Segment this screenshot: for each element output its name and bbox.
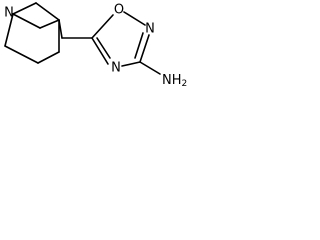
- bond-n4-c5: [91, 37, 109, 65]
- bicyclic-framework: [4, 2, 63, 64]
- bond-c3-amine: [139, 61, 161, 75]
- bond-n1-c-bottom: [4, 13, 14, 47]
- bond-c5-o1: [91, 14, 114, 39]
- bond-n1-c-bridge: [12, 13, 41, 29]
- atom-label-n-ring-2: N: [145, 22, 155, 37]
- atom-label-o-ring: O: [114, 3, 124, 18]
- bond-c-bridge-c-bridgehead: [39, 19, 60, 29]
- bond-c-lower-c-bridgehead: [37, 51, 60, 64]
- bond-n4-c5-double: [96, 37, 111, 59]
- bond-n2-c3: [139, 34, 150, 63]
- atom-label-nh2-subscript: 2: [182, 79, 188, 89]
- chemical-structure: N O N N NH2: [4, 2, 187, 90]
- bond-c-bottom-c-lower: [4, 45, 39, 64]
- oxadiazole-ring: [91, 11, 150, 67]
- bond-o1-n2: [123, 11, 146, 26]
- bond-n1-c-top: [12, 2, 37, 15]
- atom-label-n-ring-4: N: [111, 61, 121, 76]
- bond-c-bridgehead-c-attach-inner: [58, 19, 63, 39]
- atom-label-n-bridgehead: N: [4, 6, 14, 21]
- atom-label-nh2-main: NH: [162, 73, 182, 88]
- atom-label-nh2: NH2: [162, 73, 187, 90]
- bond-n2-c3-double: [134, 32, 144, 59]
- bond-c3-n4: [121, 61, 141, 67]
- bond-c-top-c-bridgehead: [35, 2, 60, 21]
